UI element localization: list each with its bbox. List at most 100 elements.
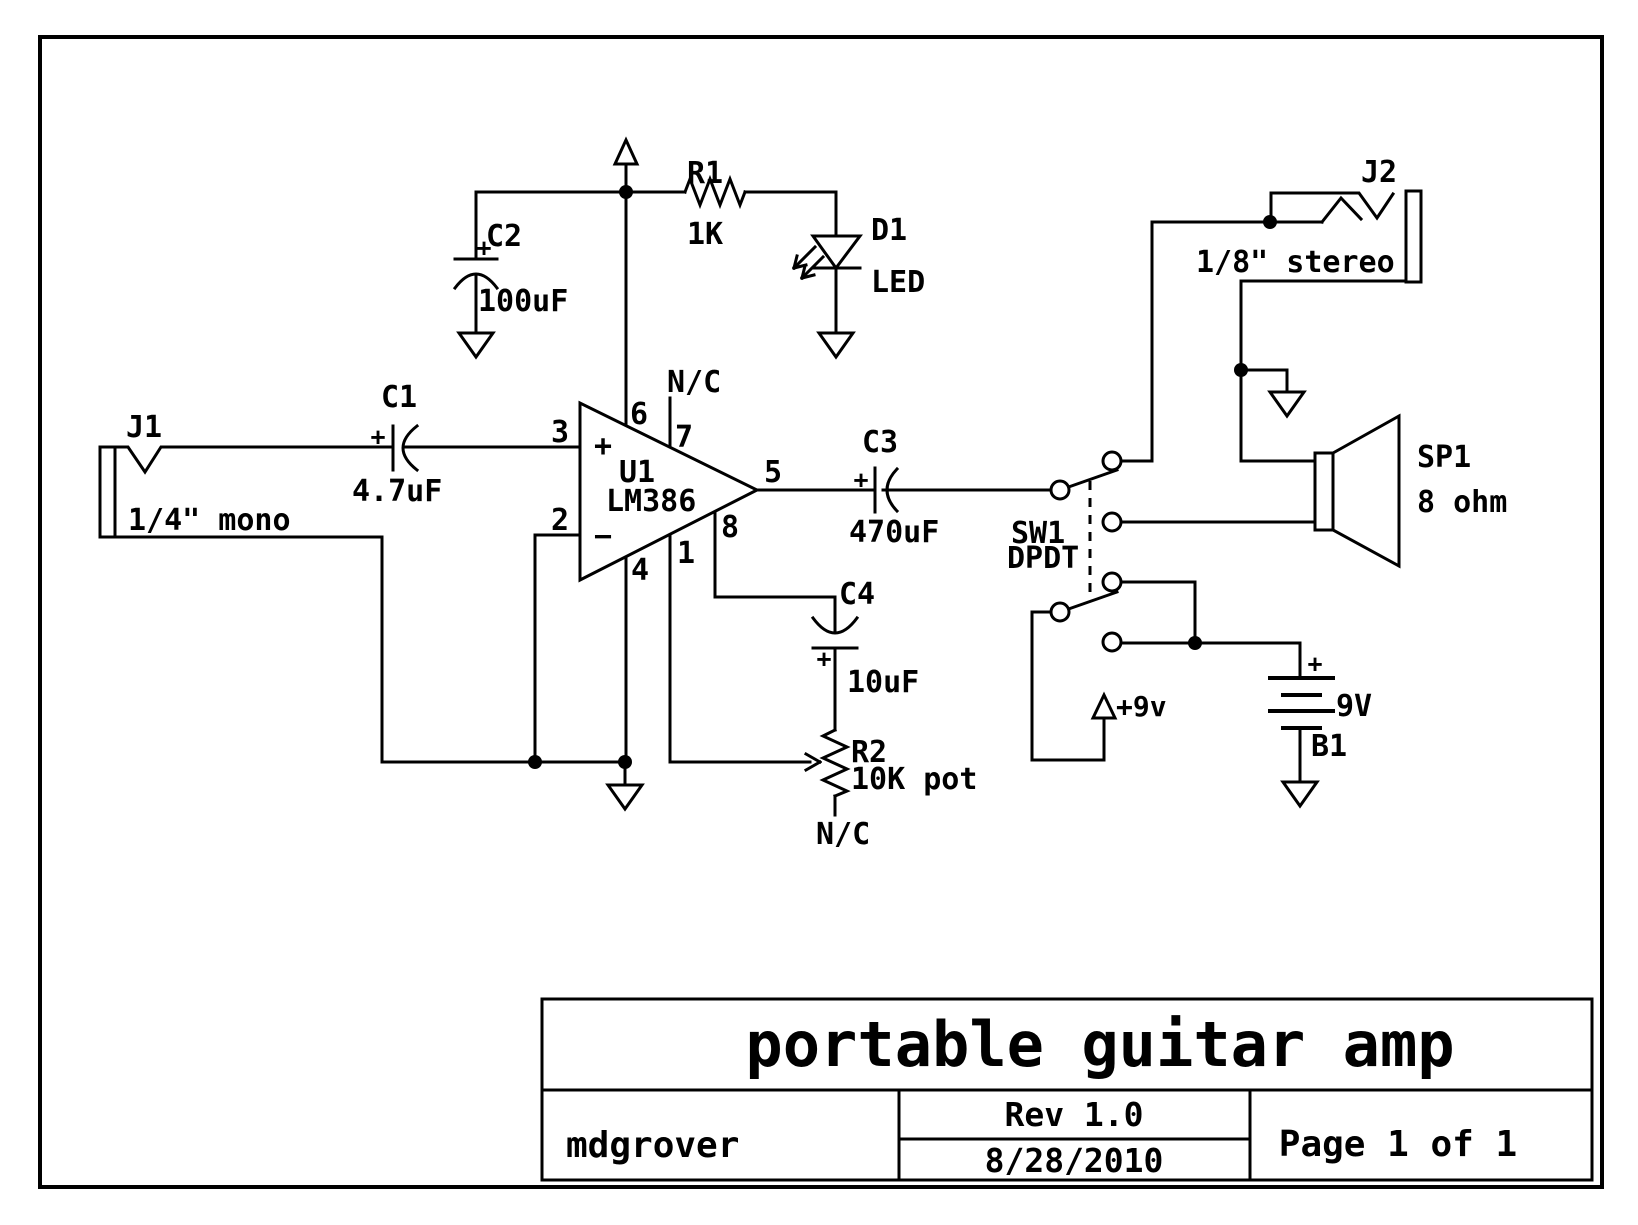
polarity-mark: +	[816, 644, 831, 673]
junction-dot	[1188, 636, 1202, 650]
junction-dot	[1263, 215, 1277, 229]
sheet-revision: Rev 1.0	[1004, 1095, 1143, 1134]
component-C4: + C4 10uF	[810, 577, 919, 732]
value: LED	[871, 265, 925, 300]
ground-icon	[605, 783, 645, 812]
sheet-author: mdgrover	[566, 1125, 739, 1166]
wiper-arrow	[803, 751, 823, 773]
pin-number: 8	[721, 510, 739, 545]
pin-number: 5	[764, 455, 782, 490]
pin-number: 4	[631, 553, 649, 588]
polarity-mark: +	[853, 465, 868, 494]
component-J1: J1 1/4" mono	[98, 410, 291, 539]
pin-number: 3	[551, 415, 569, 450]
designator: C2	[486, 219, 522, 254]
capacitor-curved-plate	[401, 423, 420, 473]
noninverting-mark: +	[594, 429, 612, 464]
capacitor-curved-plate	[810, 615, 860, 635]
value: 100uF	[478, 284, 568, 319]
junction-dot	[1234, 363, 1248, 377]
jack-desc: 1/4" mono	[128, 503, 291, 538]
sheet-date: 8/28/2010	[985, 1141, 1164, 1180]
polarity-mark: +	[476, 233, 491, 262]
pin-number: 1	[677, 536, 695, 571]
value: 4.7uF	[352, 474, 442, 509]
opamp-symbol	[578, 400, 761, 583]
sheet-border	[38, 35, 1604, 1189]
speaker-horn	[1331, 413, 1401, 569]
sheet-title: portable guitar amp	[745, 1008, 1454, 1081]
jack-desc: 1/8" stereo	[1196, 245, 1395, 280]
component-R2: R2 10K pot N/C	[803, 727, 977, 852]
value: 9V	[1336, 689, 1372, 724]
component-SW1: SW1 DPDT	[1007, 450, 1123, 653]
component-C2: + C2 100uF	[452, 219, 568, 360]
component-R1: R1 1K	[683, 156, 747, 252]
component-U1: + − U1 LM386 3 2 6 7 5 1 4 8 N/C	[551, 365, 782, 812]
jack-body	[98, 445, 117, 539]
power-rail	[612, 136, 640, 194]
vplus-net: +9v	[1090, 690, 1167, 762]
led-triangle	[810, 234, 863, 271]
junction-dot	[618, 755, 632, 769]
speaker-driver	[1313, 451, 1335, 532]
polarity-mark: +	[370, 422, 385, 451]
inverting-mark: −	[594, 519, 612, 554]
switch-contact	[1101, 631, 1123, 653]
pin-number: 6	[630, 397, 648, 432]
title-block: portable guitar amp mdgrover Rev 1.0 8/2…	[540, 997, 1594, 1182]
capacitor-curved-plate	[452, 272, 500, 291]
component-SP1: SP1 8 ohm	[1313, 413, 1507, 569]
designator: U1	[619, 455, 655, 490]
power-arrow-icon	[1090, 691, 1118, 720]
resistor-zigzag	[819, 727, 851, 798]
polarity-mark: +	[1307, 649, 1322, 678]
resistor-zigzag	[683, 174, 747, 210]
jack-body	[1404, 189, 1423, 284]
ground-icon	[816, 331, 856, 360]
switch-contact	[1101, 511, 1123, 533]
component-C3: + C3 470uF	[849, 425, 939, 550]
value: 10K pot	[851, 762, 977, 797]
designator: SW1	[1011, 516, 1065, 551]
component-J2: J2 1/8" stereo	[1196, 155, 1423, 419]
sheet-page: Page 1 of 1	[1279, 1124, 1517, 1165]
capacitor-curved-plate	[885, 466, 900, 514]
component-C1: + C1 4.7uF	[352, 380, 442, 509]
component-D1: D1 LED	[791, 190, 925, 360]
power-arrow-icon	[612, 136, 640, 166]
designator: SP1	[1417, 440, 1471, 475]
switch-contact	[1101, 571, 1123, 593]
junction-dots	[528, 185, 1277, 769]
value: 470uF	[849, 515, 939, 550]
pin-number: 7	[675, 420, 693, 455]
value: 8 ohm	[1417, 485, 1507, 520]
component-B1: + 9V B1	[1268, 649, 1372, 809]
junction-dot	[528, 755, 542, 769]
designator: R1	[687, 156, 723, 191]
value: LM386	[606, 484, 696, 519]
designator: B1	[1311, 729, 1347, 764]
junction-dot	[619, 185, 633, 199]
led-light-arrows	[791, 244, 826, 281]
pin-number: 2	[551, 503, 569, 538]
switch-contact	[1049, 479, 1071, 501]
value: 1K	[687, 217, 723, 252]
net-label-vplus: +9v	[1116, 690, 1167, 723]
value: DPDT	[1007, 541, 1079, 576]
designator: C1	[381, 380, 417, 415]
wires	[113, 190, 1408, 787]
net-label-nc: N/C	[816, 817, 870, 852]
net-label-nc: N/C	[667, 365, 721, 400]
designator: C3	[862, 425, 898, 460]
ground-icon	[456, 331, 496, 360]
designator: J2	[1361, 155, 1397, 190]
designator: R2	[851, 735, 887, 770]
jack-ring-contact	[1319, 195, 1364, 225]
designator: J1	[126, 410, 162, 445]
ground-icon	[1280, 780, 1320, 809]
switch-contact	[1101, 450, 1123, 472]
switch-contact	[1049, 601, 1071, 623]
